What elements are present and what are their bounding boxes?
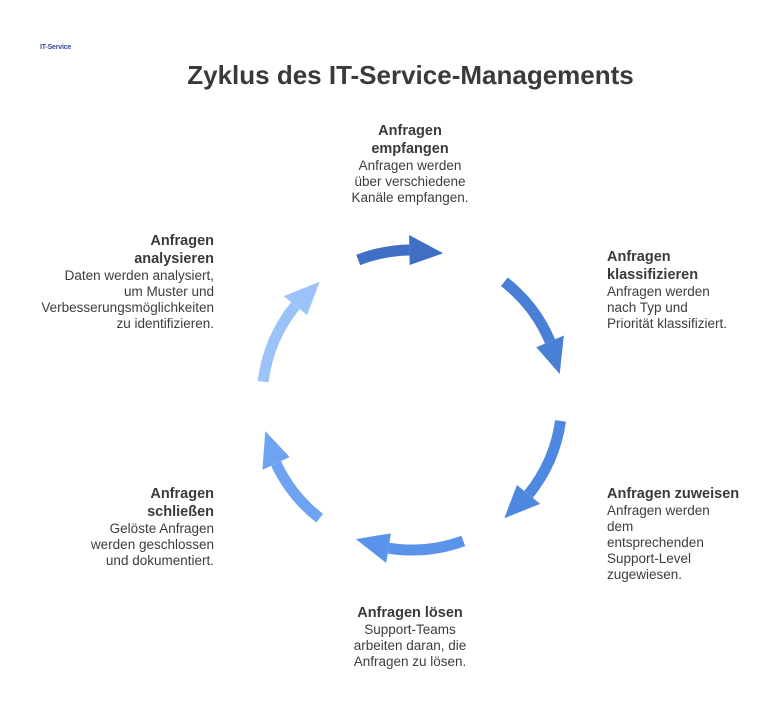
step-loesen-desc-line-2: arbeiten daran, die bbox=[353, 638, 467, 653]
step-klassifizieren-title-line-2: klassifizieren bbox=[607, 267, 699, 283]
step-loesen-title: Anfragen lösen bbox=[320, 604, 500, 622]
arrow-empfangen-head bbox=[409, 235, 444, 266]
diagram-title: Zyklus des IT-Service-Managements bbox=[187, 60, 634, 90]
step-loesen-desc-line-3: Anfragen zu lösen. bbox=[353, 654, 467, 669]
step-zuweisen-title: Anfragen zuweisen bbox=[607, 485, 767, 503]
step-schliessen-title: Anfragen schließen bbox=[40, 485, 214, 521]
step-zuweisen: Anfragen zuweisen Anfragen werden dem en… bbox=[607, 485, 767, 583]
step-empfangen: Anfragen empfangen Anfragen werden über … bbox=[330, 122, 490, 206]
arrow-loesen-head bbox=[355, 533, 391, 563]
step-klassifizieren-desc-line-1: Anfragen werden bbox=[607, 284, 710, 299]
step-analysieren-title: Anfragen analysieren bbox=[20, 232, 214, 268]
step-empfangen-desc-line-3: Kanäle empfangen. bbox=[351, 190, 469, 205]
step-klassifizieren-title-line-1: Anfragen bbox=[607, 249, 671, 265]
arrow-zuweisen-head bbox=[504, 484, 541, 519]
step-schliessen: Anfragen schließen Gelöste Anfragen werd… bbox=[40, 485, 214, 569]
brand-logo-text: IT-Service bbox=[40, 44, 72, 51]
step-zuweisen-desc-line-4: Support-Level bbox=[607, 551, 692, 566]
arrow-analysieren-head bbox=[283, 281, 320, 316]
step-zuweisen-description: Anfragen werden dem entsprechenden Suppo… bbox=[607, 503, 767, 583]
arrow-schliessen-head bbox=[262, 431, 290, 470]
step-empfangen-title-line-2: empfangen bbox=[371, 141, 449, 157]
step-analysieren-title-line-2: analysieren bbox=[134, 251, 214, 267]
step-analysieren-desc-line-1: Daten werden analysiert, bbox=[64, 268, 214, 283]
arrow-zuweisen-arc bbox=[524, 420, 566, 498]
step-klassifizieren-title: Anfragen klassifizieren bbox=[607, 248, 767, 284]
arrow-empfangen-arc bbox=[356, 244, 410, 266]
step-schliessen-desc-line-1: Gelöste Anfragen bbox=[109, 521, 214, 536]
step-analysieren-desc-line-2: um Muster und bbox=[123, 284, 214, 299]
step-loesen-title-line-1: Anfragen lösen bbox=[357, 605, 463, 621]
step-empfangen-desc-line-2: über verschiedene bbox=[354, 174, 466, 189]
step-analysieren-description: Daten werden analysiert, um Muster und V… bbox=[20, 268, 214, 332]
step-zuweisen-desc-line-2: dem bbox=[607, 519, 634, 534]
step-zuweisen-desc-line-3: entsprechenden bbox=[607, 535, 704, 550]
step-schliessen-description: Gelöste Anfragen werden geschlossen und … bbox=[40, 521, 214, 569]
step-klassifizieren-desc-line-3: Priorität klassifiziert. bbox=[607, 316, 728, 331]
brand-logo: IT-Service bbox=[40, 42, 78, 54]
step-empfangen-title-line-1: Anfragen bbox=[378, 123, 442, 139]
step-empfangen-title: Anfragen empfangen bbox=[330, 122, 490, 158]
step-loesen-description: Support-Teams arbeiten daran, die Anfrag… bbox=[320, 622, 500, 670]
step-klassifizieren-desc-line-2: nach Typ und bbox=[607, 300, 688, 315]
step-analysieren-desc-line-3: Verbesserungsmöglichkeiten bbox=[41, 300, 214, 315]
step-analysieren-desc-line-4: zu identifizieren. bbox=[116, 316, 214, 331]
step-analysieren: Anfragen analysieren Daten werden analys… bbox=[20, 232, 214, 332]
arrow-analysieren-arc bbox=[257, 302, 300, 383]
arrow-schliessen-arc bbox=[271, 460, 324, 523]
arrow-loesen-arc bbox=[387, 535, 466, 556]
step-zuweisen-title-line-1: Anfragen zuweisen bbox=[607, 486, 740, 502]
step-schliessen-desc-line-3: und dokumentiert. bbox=[105, 553, 214, 568]
step-klassifizieren: Anfragen klassifizieren Anfragen werden … bbox=[607, 248, 767, 332]
arrow-klassifizieren-head bbox=[536, 335, 564, 374]
step-zuweisen-desc-line-1: Anfragen werden bbox=[607, 503, 710, 518]
arrow-klassifizieren-arc bbox=[500, 277, 556, 344]
step-klassifizieren-description: Anfragen werden nach Typ und Priorität k… bbox=[607, 284, 767, 332]
step-zuweisen-desc-line-5: zugewiesen. bbox=[607, 567, 683, 582]
step-empfangen-desc-line-1: Anfragen werden bbox=[358, 158, 462, 173]
step-loesen-desc-line-1: Support-Teams bbox=[364, 622, 456, 637]
step-loesen: Anfragen lösen Support-Teams arbeiten da… bbox=[320, 604, 500, 670]
step-analysieren-title-line-1: Anfragen bbox=[150, 233, 214, 249]
step-schliessen-title-line-2: schließen bbox=[147, 504, 214, 520]
step-empfangen-description: Anfragen werden über verschiedene Kanäle… bbox=[330, 158, 490, 206]
step-schliessen-desc-line-2: werden geschlossen bbox=[90, 537, 214, 552]
step-schliessen-title-line-1: Anfragen bbox=[150, 486, 214, 502]
